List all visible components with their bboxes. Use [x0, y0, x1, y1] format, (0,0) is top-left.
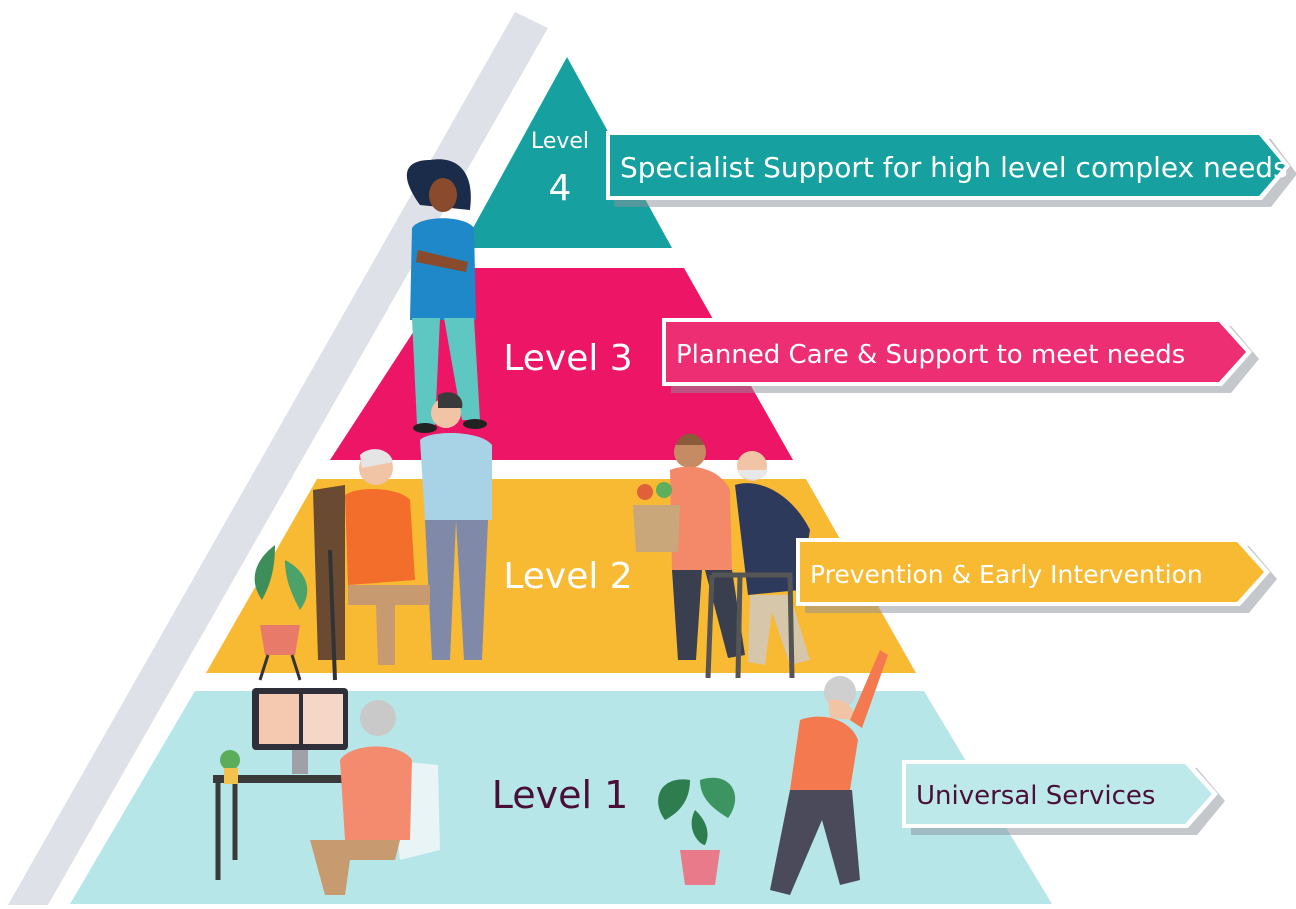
seated-elderly-man-illustration — [313, 449, 430, 681]
level-4-label-line1: Level — [531, 129, 589, 154]
elderly-man-with-walker-illustration — [705, 451, 810, 679]
level-1-description: Universal Services — [916, 781, 1155, 811]
exercising-elderly-woman-illustration — [770, 650, 888, 895]
level-1-arrow-callout: Universal Services — [902, 760, 1225, 835]
video-call-user-illustration — [213, 688, 440, 895]
level-1-label: Level 1 — [492, 773, 629, 817]
level-4-label-line2: 4 — [549, 168, 572, 209]
level-4-description: Specialist Support for high level comple… — [620, 151, 1288, 184]
level-2-label: Level 2 — [503, 556, 632, 597]
potted-plant-center-illustration — [658, 777, 736, 885]
level-3-arrow-callout: Planned Care & Support to meet needs — [662, 318, 1259, 393]
carer-illustration — [420, 392, 492, 660]
level-3-label: Level 3 — [503, 338, 632, 379]
level-4-arrow-callout: Specialist Support for high level comple… — [606, 131, 1296, 207]
level-2-description: Prevention & Early Intervention — [810, 560, 1203, 589]
level-3-description: Planned Care & Support to meet needs — [676, 340, 1185, 370]
grocery-helper-illustration — [633, 433, 745, 660]
potted-plant-left-illustration — [254, 545, 308, 681]
level-2-arrow-callout: Prevention & Early Intervention — [796, 538, 1277, 613]
nurse-illustration — [406, 159, 487, 433]
